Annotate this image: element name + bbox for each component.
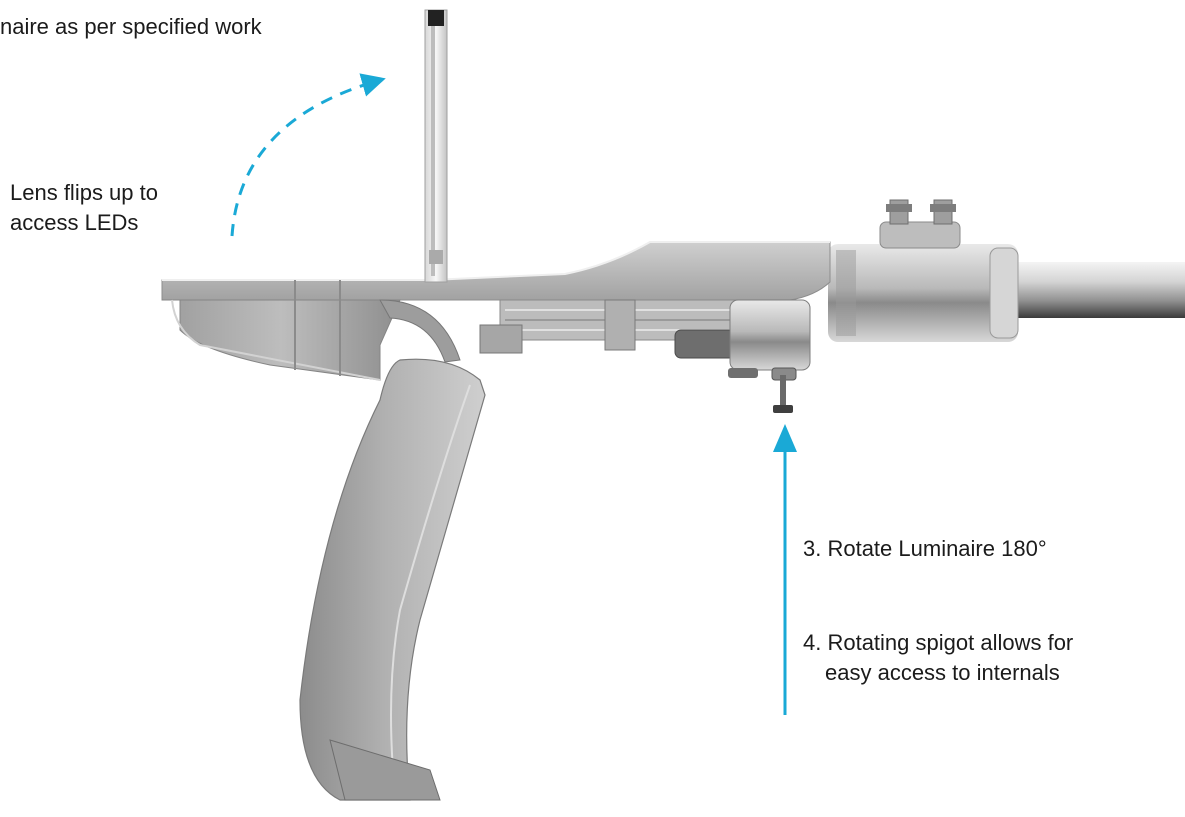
step-4-caption: 4. Rotating spigot allows for easy acces…	[803, 628, 1073, 688]
top-caption: naire as per specified work	[0, 14, 262, 39]
swing-down-door	[299, 358, 486, 801]
step-3-caption: 3. Rotate Luminaire 180°	[803, 536, 1047, 561]
step-4-line-1: 4. Rotating spigot allows for	[803, 630, 1074, 655]
step-4-line-2: easy access to internals	[825, 660, 1060, 685]
driver-internals	[479, 299, 811, 413]
lens-note-line-2: access LEDs	[10, 210, 139, 235]
pole	[1005, 262, 1185, 318]
front-housing	[162, 280, 461, 381]
housing-top-plate	[161, 241, 831, 301]
lens-flipped-up	[424, 9, 448, 283]
spigot-clamp	[828, 199, 1019, 342]
rotate-arrow	[773, 424, 797, 715]
lens-note-line-1: Lens flips up to	[10, 180, 158, 205]
lens-flip-arrow	[230, 73, 386, 237]
lens-flip-note: Lens flips up to access LEDs	[10, 178, 158, 238]
